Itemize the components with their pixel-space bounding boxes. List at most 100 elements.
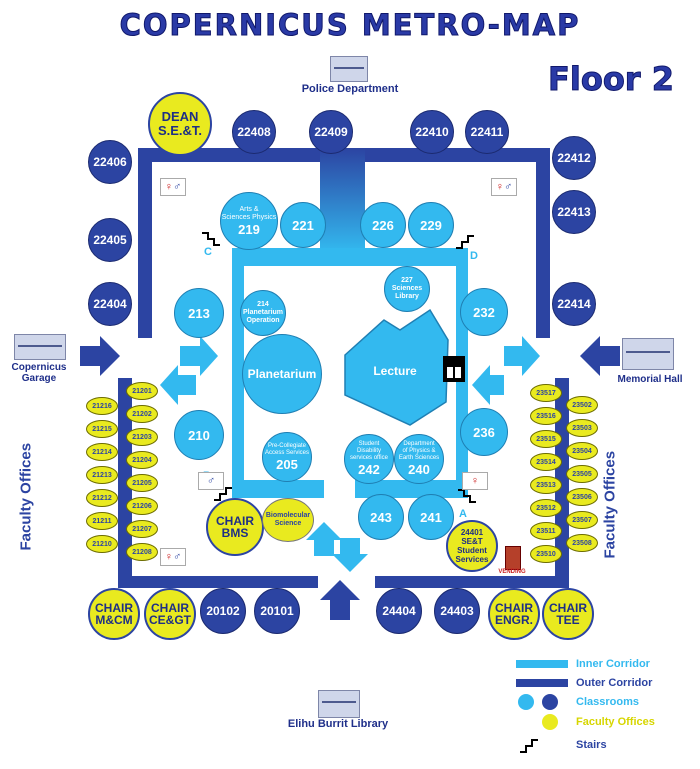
office-23513[interactable]: 23513 — [530, 476, 562, 494]
office-23516[interactable]: 23516 — [530, 407, 562, 425]
room-242-desc: Student Disability services office — [350, 441, 388, 461]
office-21215[interactable]: 21215 — [86, 420, 118, 438]
room-240-number: 240 — [408, 462, 430, 477]
legend-outer-swatch — [516, 679, 568, 687]
chair-engr-office[interactable]: CHAIR ENGR. — [488, 588, 540, 640]
room-243[interactable]: 243 — [358, 494, 404, 540]
room-22405[interactable]: 22405 — [88, 218, 132, 262]
legend-stairs-label: Stairs — [576, 739, 607, 751]
office-23502[interactable]: 23502 — [566, 396, 598, 414]
office-21204[interactable]: 21204 — [126, 451, 158, 469]
room-226[interactable]: 226 — [360, 202, 406, 248]
room-213[interactable]: 213 — [174, 288, 224, 338]
room-214[interactable]: 214 Planetarium Operation — [240, 290, 286, 336]
room-22413[interactable]: 22413 — [552, 190, 596, 234]
office-21212[interactable]: 21212 — [86, 489, 118, 507]
outer-corridor-connector — [320, 148, 365, 252]
office-23504[interactable]: 23504 — [566, 442, 598, 460]
legend-faculty-dot — [542, 714, 558, 730]
restroom-icon: ♀ — [462, 472, 488, 490]
dean-office[interactable]: DEAN S.E.&T. — [148, 92, 212, 156]
inner-arrow-icon — [504, 336, 540, 376]
room-22412[interactable]: 22412 — [552, 136, 596, 180]
stair-a-label: A — [459, 508, 467, 520]
office-23503[interactable]: 23503 — [566, 419, 598, 437]
office-23514[interactable]: 23514 — [530, 453, 562, 471]
office-23507[interactable]: 23507 — [566, 511, 598, 529]
room-240[interactable]: Department of Physics & Earth Sciences 2… — [394, 434, 444, 484]
chair-cegt-office[interactable]: CHAIR CE&GT — [144, 588, 196, 640]
legend-classrooms-label: Classrooms — [576, 696, 639, 708]
room-24403[interactable]: 24403 — [434, 588, 480, 634]
room-219-number: 219 — [238, 221, 260, 237]
office-21213[interactable]: 21213 — [86, 466, 118, 484]
office-21207[interactable]: 21207 — [126, 520, 158, 538]
inner-arrow-icon — [180, 336, 218, 376]
room-219-desc: Arts & Sciences Physics — [221, 205, 277, 221]
office-23515[interactable]: 23515 — [530, 430, 562, 448]
office-21203[interactable]: 21203 — [126, 428, 158, 446]
office-21206[interactable]: 21206 — [126, 497, 158, 515]
room-229[interactable]: 229 — [408, 202, 454, 248]
room-20101[interactable]: 20101 — [254, 588, 300, 634]
room-22409[interactable]: 22409 — [309, 110, 353, 154]
room-22414[interactable]: 22414 — [552, 282, 596, 326]
legend-classroom-dot — [542, 694, 558, 710]
office-21216[interactable]: 21216 — [86, 397, 118, 415]
room-22406[interactable]: 22406 — [88, 140, 132, 184]
office-21208[interactable]: 21208 — [126, 543, 158, 561]
elevator-icon — [443, 356, 465, 382]
room-205-desc: Pre-Collegiate Access Services — [264, 442, 309, 456]
room-221[interactable]: 221 — [280, 202, 326, 248]
office-21205[interactable]: 21205 — [126, 474, 158, 492]
room-219[interactable]: Arts & Sciences Physics 219 — [220, 192, 278, 250]
restroom-icon: ♀♂ — [160, 548, 186, 566]
chair-bms-office[interactable]: CHAIR BMS — [206, 498, 264, 556]
office-23508[interactable]: 23508 — [566, 534, 598, 552]
office-23506[interactable]: 23506 — [566, 488, 598, 506]
outer-corridor-right-upper — [536, 148, 550, 338]
office-23517[interactable]: 23517 — [530, 384, 562, 402]
office-23505[interactable]: 23505 — [566, 465, 598, 483]
office-21201[interactable]: 21201 — [126, 382, 158, 400]
room-20102[interactable]: 20102 — [200, 588, 246, 634]
room-210[interactable]: 210 — [174, 410, 224, 460]
room-24404[interactable]: 24404 — [376, 588, 422, 634]
office-23512[interactable]: 23512 — [530, 499, 562, 517]
inner-corridor-bottom-left — [232, 480, 324, 498]
biomolecular-science-room[interactable]: Biomolecular Science — [262, 498, 314, 542]
room-236[interactable]: 236 — [460, 408, 508, 456]
room-232[interactable]: 232 — [460, 288, 508, 336]
room-22404[interactable]: 22404 — [88, 282, 132, 326]
room-22410[interactable]: 22410 — [410, 110, 454, 154]
student-services-office[interactable]: 24401 SE&T Student Services — [446, 520, 498, 572]
inner-corridor-top — [232, 248, 468, 266]
police-label: Police Department — [301, 83, 399, 95]
chair-tee-office[interactable]: CHAIR TEE — [542, 588, 594, 640]
legend-inner-swatch — [516, 660, 568, 668]
office-21202[interactable]: 21202 — [126, 405, 158, 423]
stairs-icon — [202, 232, 538, 753]
garage-building-icon — [14, 334, 66, 360]
office-21210[interactable]: 21210 — [86, 535, 118, 553]
planetarium[interactable]: Planetarium — [242, 334, 322, 414]
room-205[interactable]: Pre-Collegiate Access Services 205 — [262, 432, 312, 482]
room-22411[interactable]: 22411 — [465, 110, 509, 154]
restroom-icon: ♂ — [198, 472, 224, 490]
inner-arrow-icon — [332, 538, 368, 572]
room-22408[interactable]: 22408 — [232, 110, 276, 154]
room-241[interactable]: 241 — [408, 494, 454, 540]
office-23510[interactable]: 23510 — [530, 545, 562, 563]
office-21214[interactable]: 21214 — [86, 443, 118, 461]
map-title: COPERNICUS METRO-MAP — [119, 8, 581, 43]
chair-mcm-office[interactable]: CHAIR M&CM — [88, 588, 140, 640]
room-227[interactable]: 227 Sciences Library — [384, 266, 430, 312]
inner-arrow-icon — [306, 522, 342, 556]
office-21211[interactable]: 21211 — [86, 512, 118, 530]
lecture-hall-shape — [344, 308, 449, 426]
lecture-hall[interactable]: Lecture — [373, 364, 417, 378]
stair-c-label: C — [204, 246, 212, 258]
room-242[interactable]: Student Disability services office 242 — [344, 434, 394, 484]
office-23511[interactable]: 23511 — [530, 522, 562, 540]
